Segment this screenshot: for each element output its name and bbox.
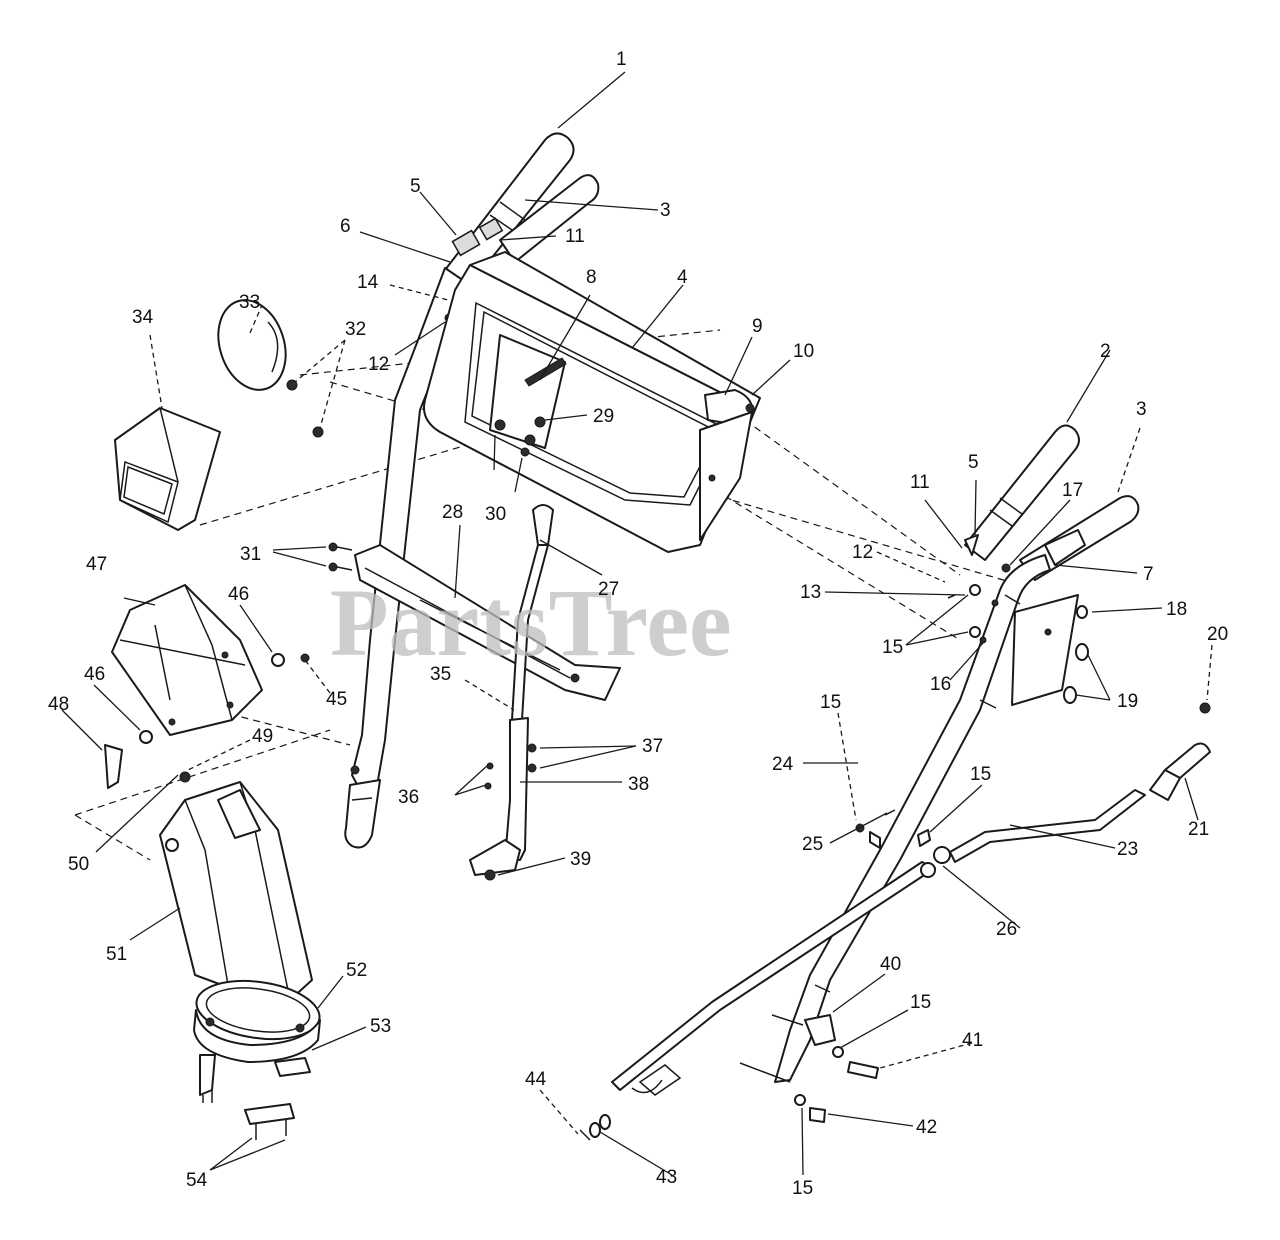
callout-46: 46 bbox=[84, 664, 105, 685]
cross-bar bbox=[328, 542, 621, 701]
callout-9: 9 bbox=[752, 316, 763, 337]
callout-3: 3 bbox=[1136, 399, 1147, 420]
leader-lines bbox=[61, 71, 1213, 1176]
callout-15: 15 bbox=[882, 637, 903, 658]
callout-10: 10 bbox=[793, 341, 814, 362]
callout-30: 30 bbox=[485, 504, 506, 525]
callout-54: 54 bbox=[186, 1170, 208, 1191]
callout-37: 37 bbox=[642, 736, 663, 757]
callouts: 1 5 3 11 6 14 12 8 4 9 10 29 30 34 33 32… bbox=[48, 49, 1228, 1199]
callout-5: 5 bbox=[410, 176, 421, 197]
callout-28: 28 bbox=[442, 502, 463, 523]
callout-41: 41 bbox=[962, 1030, 983, 1051]
callout-11: 11 bbox=[910, 472, 930, 493]
callout-6: 6 bbox=[340, 216, 351, 237]
right-lower-handle bbox=[739, 424, 1140, 1123]
callout-14: 14 bbox=[357, 272, 379, 293]
callout-7: 7 bbox=[1143, 564, 1154, 585]
callout-20: 20 bbox=[1207, 624, 1228, 645]
callout-11: 11 bbox=[565, 226, 585, 247]
callout-32: 32 bbox=[345, 319, 366, 340]
callout-35: 35 bbox=[430, 664, 451, 685]
callout-27: 27 bbox=[598, 579, 619, 600]
callout-8: 8 bbox=[586, 267, 597, 288]
callout-24: 24 bbox=[772, 754, 794, 775]
callout-31: 31 bbox=[240, 544, 261, 565]
callout-38: 38 bbox=[628, 774, 649, 795]
callout-15: 15 bbox=[820, 692, 841, 713]
callout-26: 26 bbox=[996, 919, 1017, 940]
callout-50: 50 bbox=[68, 854, 89, 875]
watermark: PartsTree bbox=[330, 569, 732, 676]
callout-21: 21 bbox=[1188, 819, 1209, 840]
callout-12: 12 bbox=[368, 354, 389, 375]
callout-29: 29 bbox=[593, 406, 614, 427]
callout-45: 45 bbox=[326, 689, 347, 710]
callout-40: 40 bbox=[880, 954, 901, 975]
callout-25: 25 bbox=[802, 834, 823, 855]
callout-18: 18 bbox=[1166, 599, 1187, 620]
callout-43: 43 bbox=[656, 1167, 677, 1188]
callout-1: 1 bbox=[616, 49, 627, 70]
callout-42: 42 bbox=[916, 1117, 937, 1138]
chute-deflector bbox=[104, 584, 310, 789]
callout-53: 53 bbox=[370, 1016, 391, 1037]
callout-47: 47 bbox=[86, 554, 107, 575]
discharge-chute bbox=[159, 771, 321, 1140]
callout-5: 5 bbox=[968, 452, 979, 473]
shift-rod bbox=[469, 504, 554, 881]
callout-16: 16 bbox=[930, 674, 951, 695]
callout-23: 23 bbox=[1117, 839, 1138, 860]
callout-4: 4 bbox=[677, 267, 688, 288]
callout-12: 12 bbox=[852, 542, 873, 563]
callout-34: 34 bbox=[132, 307, 154, 328]
callout-15: 15 bbox=[792, 1178, 813, 1199]
callout-49: 49 bbox=[252, 726, 273, 747]
callout-36: 36 bbox=[398, 787, 419, 808]
callout-15: 15 bbox=[910, 992, 931, 1013]
upper-left-handle bbox=[344, 132, 600, 849]
callout-44: 44 bbox=[525, 1069, 547, 1090]
headlight-assembly bbox=[114, 299, 324, 531]
callout-51: 51 bbox=[106, 944, 127, 965]
callout-17: 17 bbox=[1062, 480, 1083, 501]
control-rod bbox=[579, 702, 1211, 1141]
callout-13: 13 bbox=[800, 582, 821, 603]
control-panel bbox=[423, 251, 761, 553]
callout-46: 46 bbox=[228, 584, 249, 605]
callout-33: 33 bbox=[239, 292, 260, 313]
callout-39: 39 bbox=[570, 849, 591, 870]
callout-52: 52 bbox=[346, 960, 367, 981]
callout-15: 15 bbox=[970, 764, 991, 785]
callout-2: 2 bbox=[1100, 341, 1111, 362]
callout-19: 19 bbox=[1117, 691, 1138, 712]
callout-3: 3 bbox=[660, 200, 671, 221]
callout-48: 48 bbox=[48, 694, 69, 715]
